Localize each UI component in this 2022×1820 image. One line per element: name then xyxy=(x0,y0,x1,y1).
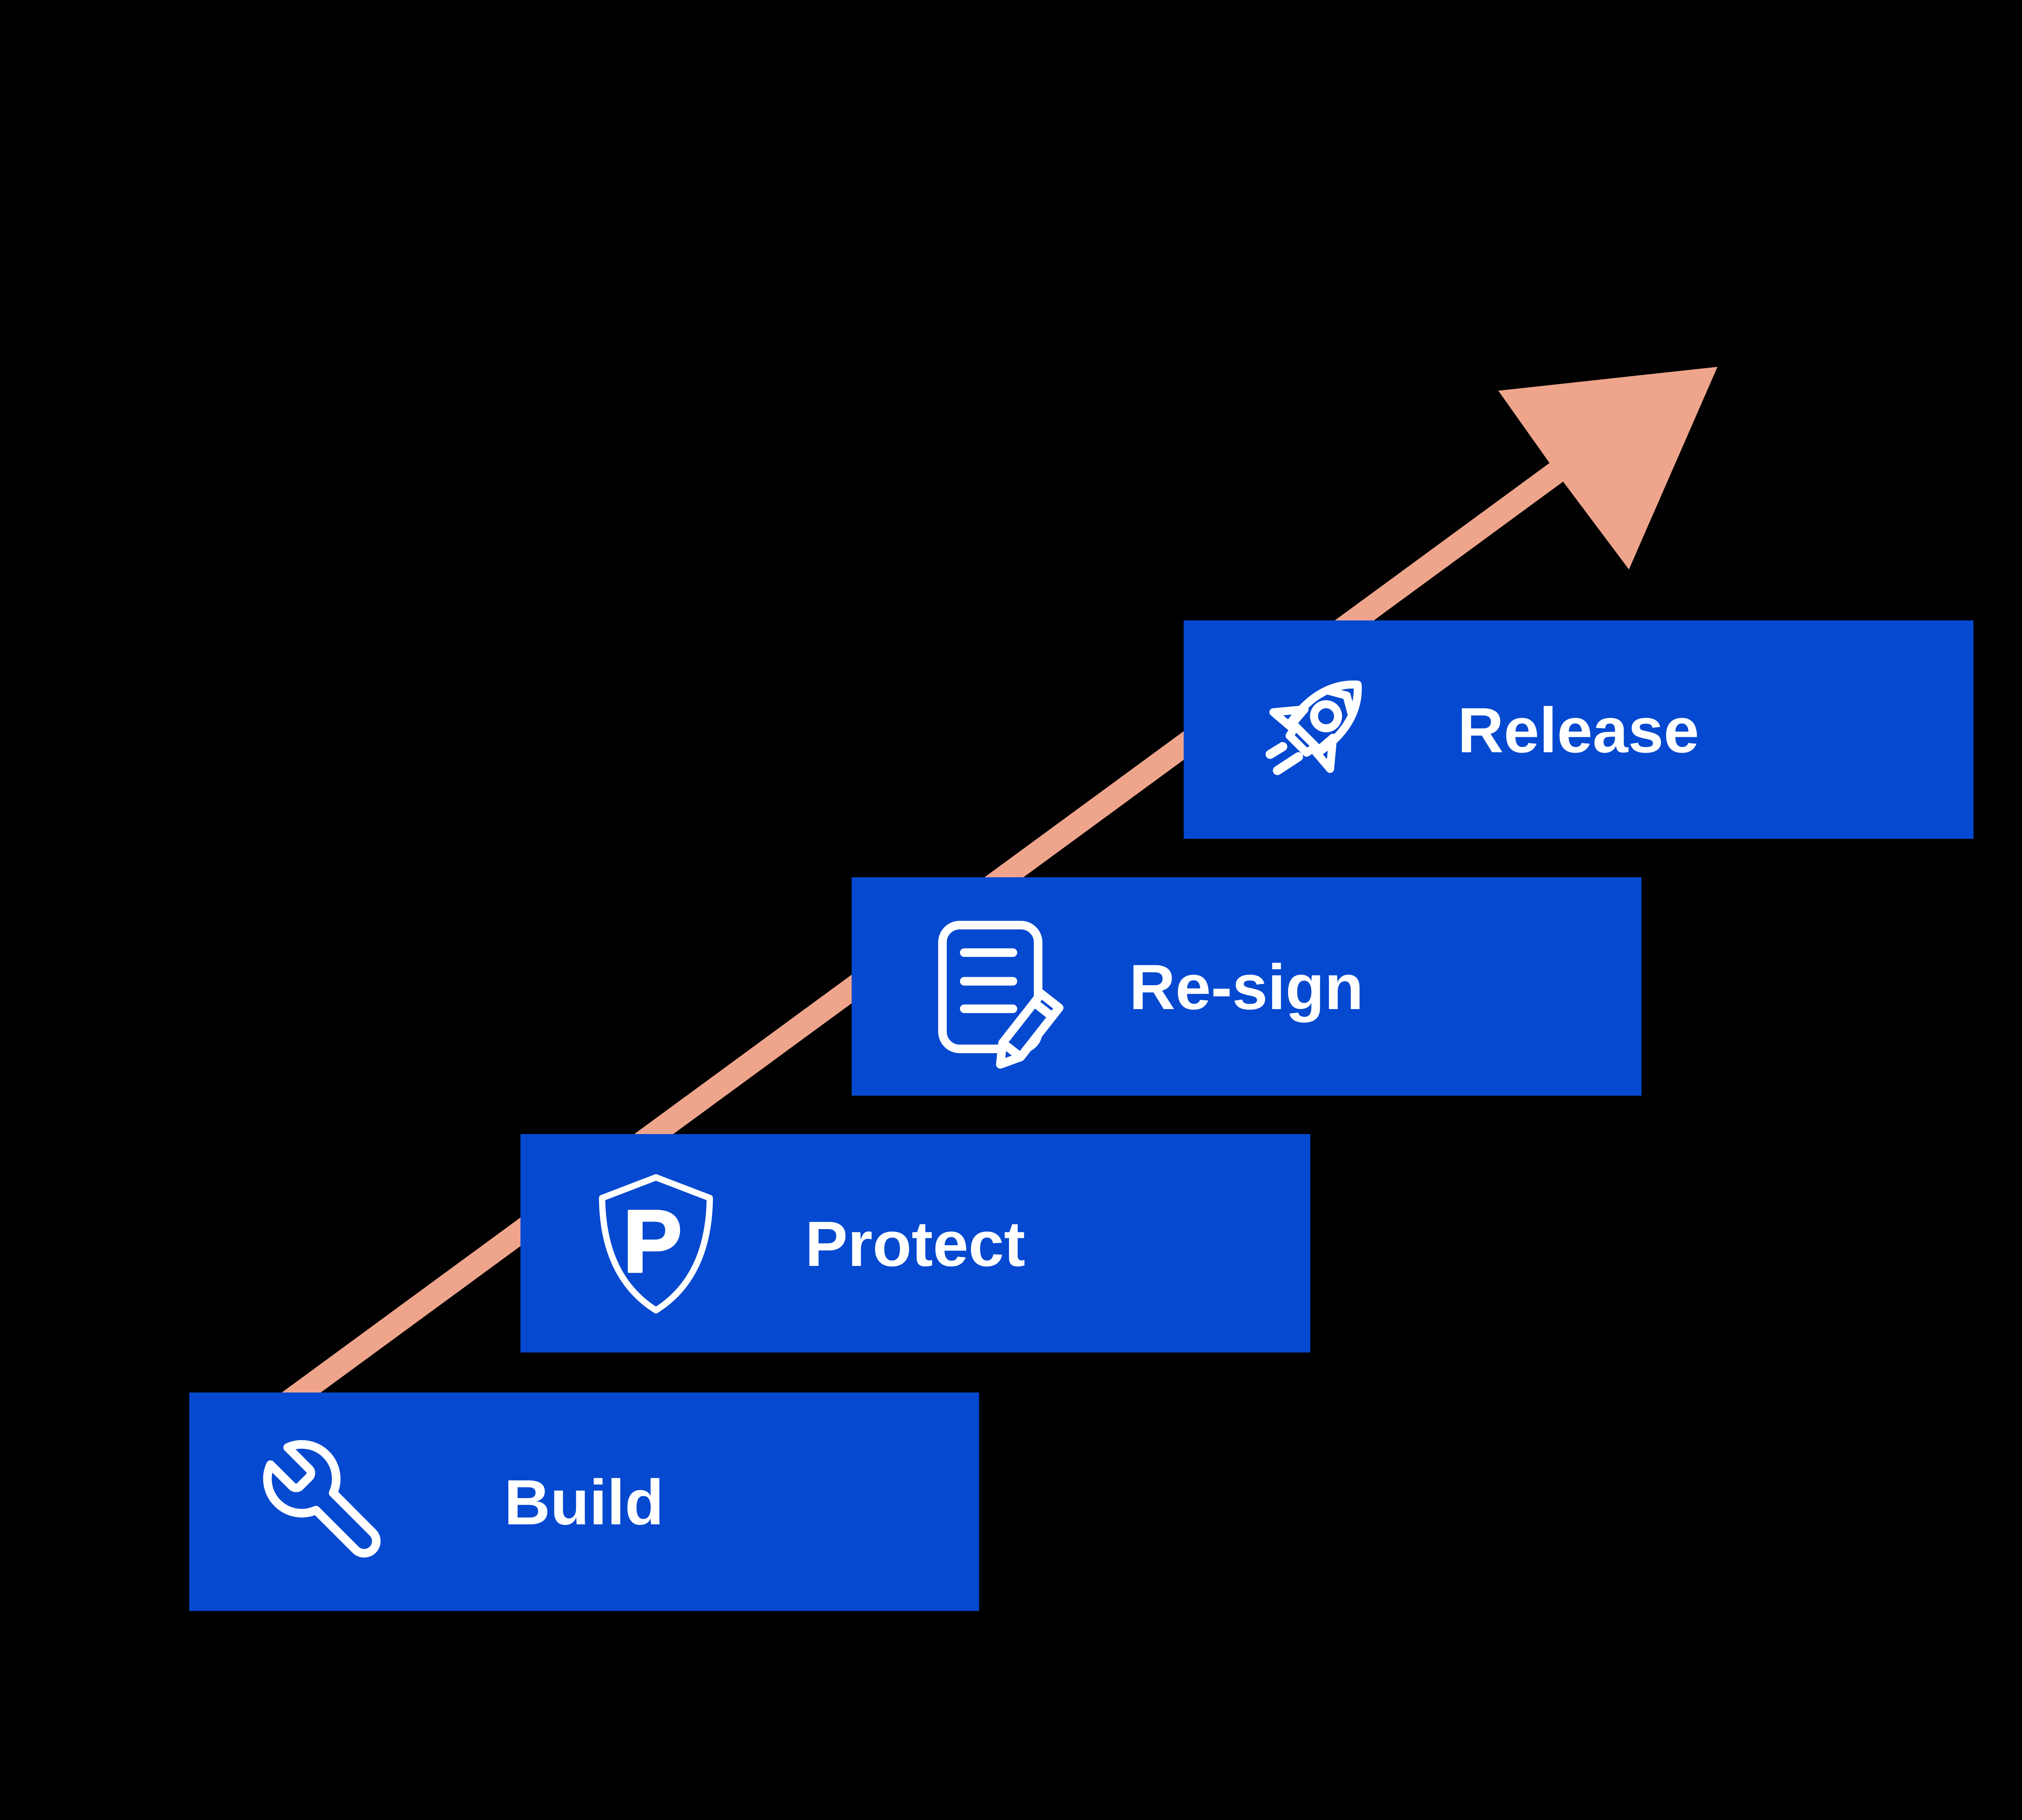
rocket-window xyxy=(1310,700,1342,732)
rocket-exhaust-dash xyxy=(1273,752,1303,775)
document-outline xyxy=(938,921,1043,1054)
wrench-icon xyxy=(263,1440,381,1558)
rocket-exhaust-dash xyxy=(1265,742,1288,759)
step-label-resign: Re-sign xyxy=(1129,952,1363,1023)
shield-outline xyxy=(599,1174,713,1314)
step-label-protect: Protect xyxy=(805,1208,1025,1280)
shield-letter-p: P xyxy=(623,1191,682,1291)
rocket-fin-left xyxy=(1269,705,1309,730)
rocket-icon xyxy=(1265,680,1362,775)
step-build: Build xyxy=(189,1393,979,1611)
step-label-release: Release xyxy=(1457,695,1699,766)
step-box-build xyxy=(189,1393,979,1611)
step-release: Release xyxy=(1184,620,1973,839)
pencil-eraser-line xyxy=(1030,998,1057,1021)
step-resign: Re-sign xyxy=(852,877,1641,1096)
step-box-release xyxy=(1184,620,1973,839)
step-label-build: Build xyxy=(504,1467,664,1538)
rocket-fin-right xyxy=(1312,734,1337,773)
step-box-resign xyxy=(852,877,1641,1096)
document-pencil-icon xyxy=(938,921,1064,1069)
shield-p-icon: P xyxy=(599,1174,713,1314)
growth-arrow-head xyxy=(1498,367,1717,569)
step-box-protect xyxy=(520,1134,1310,1352)
step-protect: P Protect xyxy=(520,1134,1310,1352)
rocket-nose-line xyxy=(1323,686,1356,720)
pencil-wood-line xyxy=(998,1038,1025,1062)
rocket-nozzle xyxy=(1285,722,1320,757)
